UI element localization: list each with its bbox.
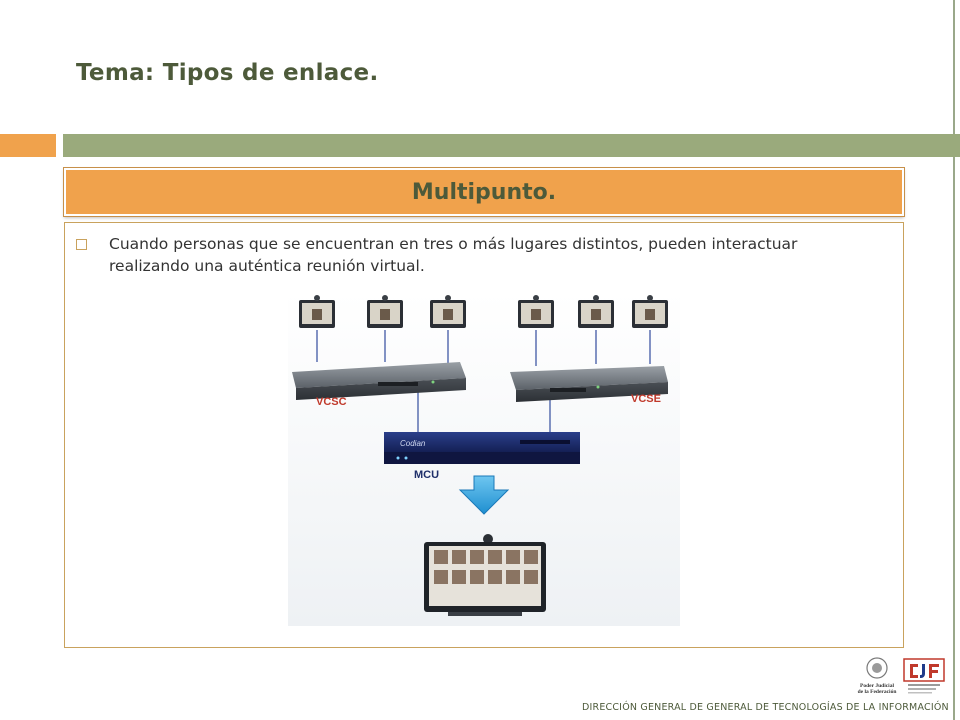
logo-text-line1: Poder Judicial <box>860 683 894 689</box>
decorative-bar-orange <box>0 134 56 157</box>
connection-lines <box>316 330 651 432</box>
video-endpoint-monitor <box>367 295 403 328</box>
section-header-label: Multipunto. <box>411 179 557 205</box>
slide-title: Tema: Tipos de enlace. <box>76 60 379 86</box>
video-endpoint-monitor <box>518 295 554 328</box>
poder-judicial-logo: Poder Judicial de la Federación <box>858 657 897 695</box>
bullet-text: Cuando personas que se encuentran en tre… <box>109 235 798 275</box>
vcsc-label: VCSC <box>316 396 347 408</box>
video-endpoint-monitor <box>299 295 335 328</box>
logo-text-line2: de la Federación <box>858 689 897 695</box>
section-header: Multipunto. <box>64 168 904 216</box>
mcu-brand: Codian <box>400 439 426 448</box>
footer-text: DIRECCIÓN GENERAL DE GENERAL DE TECNOLOG… <box>582 702 949 713</box>
multi-view-display <box>424 534 546 616</box>
video-endpoint-monitor <box>632 295 668 328</box>
mcu-device <box>384 432 580 464</box>
vcse-server <box>510 366 668 402</box>
multipoint-diagram: VCSC VCSE Codian MCU <box>288 292 680 626</box>
bullet-item: Cuando personas que se encuentran en tre… <box>76 233 876 277</box>
mcu-label: MCU <box>414 469 439 481</box>
decorative-bar-green <box>63 134 960 157</box>
down-arrow-icon <box>458 475 510 515</box>
vcsc-server <box>292 362 466 400</box>
vcse-label: VCSE <box>631 393 661 405</box>
video-endpoint-monitor <box>578 295 614 328</box>
cjf-logo <box>903 658 945 694</box>
slide-right-border <box>953 0 955 720</box>
square-bullet-icon <box>76 239 87 250</box>
video-endpoint-monitor <box>430 295 466 328</box>
